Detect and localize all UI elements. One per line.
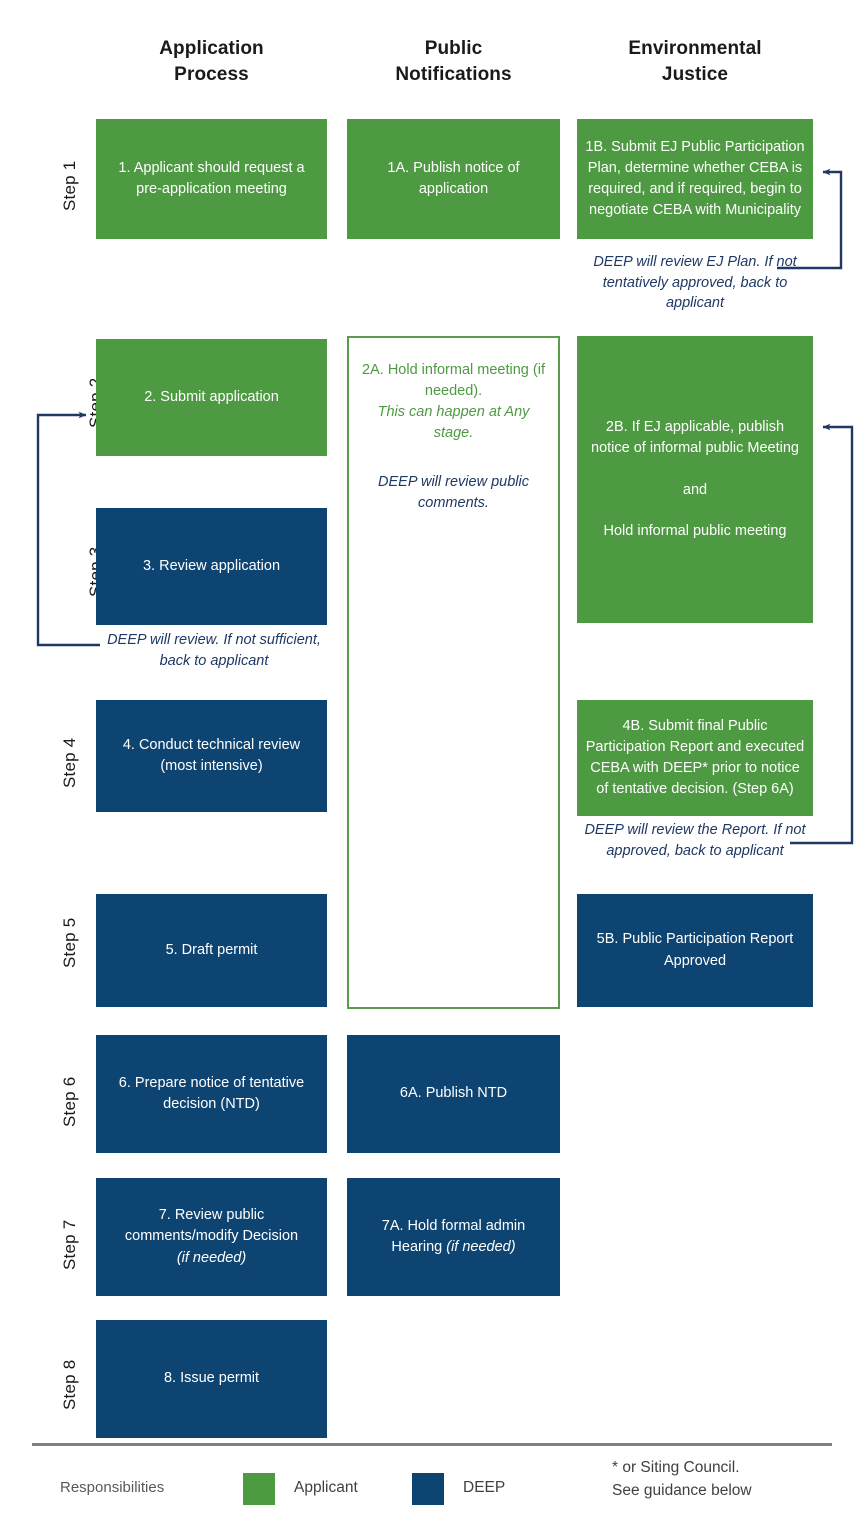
box-2b-and: and [682, 481, 708, 498]
column-header-line2: Notifications [395, 63, 512, 85]
box-5-draft-permit[interactable]: 5. Draft permit [96, 894, 327, 1007]
column-header-application-process: Application Process [96, 36, 327, 87]
box-2a-line1: 2A. Hold informal meeting (if needed). [362, 362, 545, 400]
box-1-applicant-pre-application-meeting[interactable]: 1. Applicant should request a pre-applic… [96, 119, 327, 239]
box-6a-publish-ntd[interactable]: 6A. Publish NTD [347, 1035, 560, 1153]
box-1b-submit-ej-public-participation-plan[interactable]: 1B. Submit EJ Public Participation Plan,… [577, 119, 813, 239]
box-label: 1A. Publish notice of application [387, 159, 520, 197]
box-2b-main: 2B. If EJ applicable, publish notice of … [591, 419, 799, 457]
box-5b-public-participation-report-approved[interactable]: 5B. Public Participation Report Approved [577, 894, 813, 1007]
legend-label-applicant: Applicant [294, 1479, 358, 1496]
box-2-submit-application[interactable]: 2. Submit application [96, 339, 327, 456]
box-label: 1. Applicant should request a pre-applic… [118, 159, 305, 197]
note-deep-review-report: DEEP will review the Report. If not appr… [584, 822, 806, 859]
box-7a-hold-formal-admin-hearing[interactable]: 7A. Hold formal admin Hearing (if needed… [347, 1178, 560, 1296]
box-label: 1B. Submit EJ Public Participation Plan,… [585, 138, 805, 219]
box-7-review-public-comments[interactable]: 7. Review public comments/modify Decisio… [96, 1178, 327, 1296]
arrow-application-sufficiency-feedback [36, 411, 100, 647]
box-4-conduct-technical-review[interactable]: 4. Conduct technical review (most intens… [96, 700, 327, 812]
box-2a-hold-informal-meeting[interactable]: 2A. Hold informal meeting (if needed). T… [347, 336, 560, 1009]
box-label: 4B. Submit final Public Participation Re… [585, 717, 805, 798]
step-label-1: Step 1 [60, 160, 79, 211]
box-2a-line2: This can happen at Any stage. [377, 404, 530, 442]
legend-label-deep: DEEP [463, 1479, 506, 1496]
legend-divider [32, 1443, 832, 1446]
note-deep-review-ej-plan: DEEP will review EJ Plan. If not tentati… [593, 254, 797, 312]
box-label: 5. Draft permit [165, 941, 258, 958]
box-label: 6. Prepare notice of tentative decision … [118, 1074, 305, 1112]
box-4b-submit-final-public-participation-report[interactable]: 4B. Submit final Public Participation Re… [577, 700, 813, 816]
column-header-environmental-justice: Environmental Justice [577, 36, 813, 87]
footnote-line1: * or Siting Council. [612, 1459, 740, 1476]
box-label: 6A. Publish NTD [399, 1085, 508, 1102]
legend-footnote: * or Siting Council. See guidance below [612, 1456, 842, 1503]
box-2a-deep-note: DEEP will review public comments. [378, 474, 529, 512]
box-label: 2. Submit application [144, 388, 279, 405]
box-2b-tail: Hold informal public meeting [603, 522, 787, 539]
box-6-prepare-notice-of-tentative-decision[interactable]: 6. Prepare notice of tentative decision … [96, 1035, 327, 1153]
legend-title: Responsibilities [60, 1479, 165, 1496]
box-label: 3. Review application [142, 557, 281, 574]
legend-swatch-applicant [243, 1473, 275, 1505]
box-7-main: 7. Review public comments/modify Decisio… [124, 1207, 299, 1245]
box-8-issue-permit[interactable]: 8. Issue permit [96, 1320, 327, 1438]
box-7-condition: (if needed) [176, 1249, 247, 1266]
column-header-line2: Process [174, 63, 249, 85]
column-header-line2: Justice [661, 63, 729, 85]
box-2a-content: 2A. Hold informal meeting (if needed). T… [357, 360, 550, 514]
note-deep-review-sufficiency: DEEP will review. If not sufficient, bac… [107, 632, 321, 669]
column-header-line1: Public [424, 38, 483, 59]
box-7-content: 7. Review public comments/modify Decisio… [104, 1205, 319, 1268]
step-label-4: Step 4 [60, 737, 79, 788]
column-header-line1: Application [159, 38, 264, 59]
column-header-public-notifications: Public Notifications [347, 36, 560, 87]
step-label-7: Step 7 [60, 1219, 79, 1270]
step-label-8: Step 8 [60, 1359, 79, 1410]
box-1a-publish-notice-of-application[interactable]: 1A. Publish notice of application [347, 119, 560, 239]
box-2b-content: 2B. If EJ applicable, publish notice of … [585, 417, 805, 541]
box-label: 5B. Public Participation Report Approved [596, 931, 794, 969]
footnote-line2: See guidance below [612, 1482, 752, 1500]
box-7a-condition: (if needed) [446, 1239, 516, 1255]
box-label: 8. Issue permit [163, 1370, 260, 1387]
column-header-line1: Environmental [628, 38, 762, 59]
legend-swatch-deep [412, 1473, 444, 1505]
step-label-6: Step 6 [60, 1076, 79, 1127]
box-label: 4. Conduct technical review (most intens… [122, 736, 301, 774]
box-7a-content: 7A. Hold formal admin Hearing (if needed… [355, 1216, 552, 1258]
step-label-5: Step 5 [60, 917, 79, 968]
box-3-review-application[interactable]: 3. Review application [96, 508, 327, 625]
box-2b-publish-notice-informal-public-meeting[interactable]: 2B. If EJ applicable, publish notice of … [577, 336, 813, 623]
box-7a-main: 7A. Hold formal admin Hearing [381, 1217, 526, 1255]
